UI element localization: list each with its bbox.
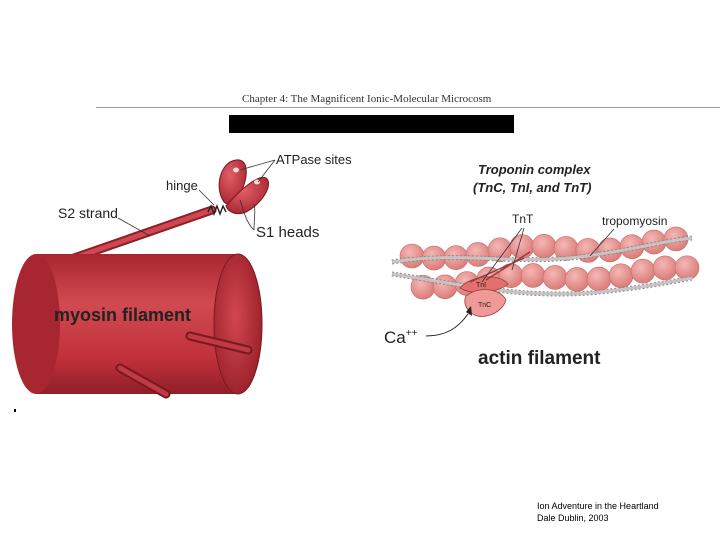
credit-line-2: Dale Dublin, 2003 bbox=[537, 512, 659, 524]
actin-bead-chain bbox=[400, 227, 699, 299]
credit-line-1: Ion Adventure in the Heartland bbox=[537, 500, 659, 512]
actin-bead bbox=[576, 238, 600, 262]
troponin-complex-title: Troponin complex bbox=[478, 162, 591, 177]
actin-bead bbox=[400, 244, 424, 268]
s2-strand-label: S2 strand bbox=[58, 205, 118, 221]
s1-leader-2 bbox=[254, 204, 255, 230]
atpase-site-1 bbox=[233, 168, 239, 173]
actin-bead bbox=[466, 242, 490, 266]
actin-bead bbox=[510, 235, 534, 259]
calcium-label: Ca++ bbox=[384, 328, 418, 347]
actin-filament: TnI TnC TnT tropomyosin Troponin complex… bbox=[384, 162, 699, 369]
actin-bead bbox=[631, 259, 655, 283]
myosin-filament: ATPase sites hinge S2 strand S1 heads my… bbox=[12, 152, 352, 394]
credit-block: Ion Adventure in the Heartland Dale Dubl… bbox=[537, 500, 659, 524]
actin-bead bbox=[532, 234, 556, 258]
actin-bead bbox=[543, 265, 567, 289]
myosin-cylinder-right-cap bbox=[214, 254, 262, 394]
tropomyosin-label: tropomyosin bbox=[602, 214, 667, 228]
actin-bead bbox=[521, 263, 545, 287]
troponin-complex-subtitle: (TnC, TnI, and TnT) bbox=[473, 180, 591, 195]
tnc-label: TnC bbox=[478, 302, 491, 309]
hinge-label: hinge bbox=[166, 178, 198, 193]
actin-bead bbox=[653, 256, 677, 280]
myosin-filament-label: myosin filament bbox=[54, 305, 191, 325]
actin-bead bbox=[675, 256, 699, 280]
actin-bead bbox=[433, 275, 457, 299]
s1-heads-label: S1 heads bbox=[256, 224, 319, 241]
actin-bead bbox=[609, 264, 633, 288]
tnt-label: TnT bbox=[512, 212, 534, 226]
hinge-leader bbox=[199, 190, 214, 205]
atpase-sites-label: ATPase sites bbox=[276, 152, 352, 167]
actin-bead bbox=[565, 267, 589, 291]
calcium-arrow bbox=[426, 314, 468, 336]
actin-filament-label: actin filament bbox=[478, 348, 601, 369]
actin-bead bbox=[587, 267, 611, 291]
stray-mark bbox=[14, 409, 16, 412]
tni-label: TnI bbox=[476, 282, 486, 289]
myosin-cylinder-left-end bbox=[12, 254, 60, 394]
